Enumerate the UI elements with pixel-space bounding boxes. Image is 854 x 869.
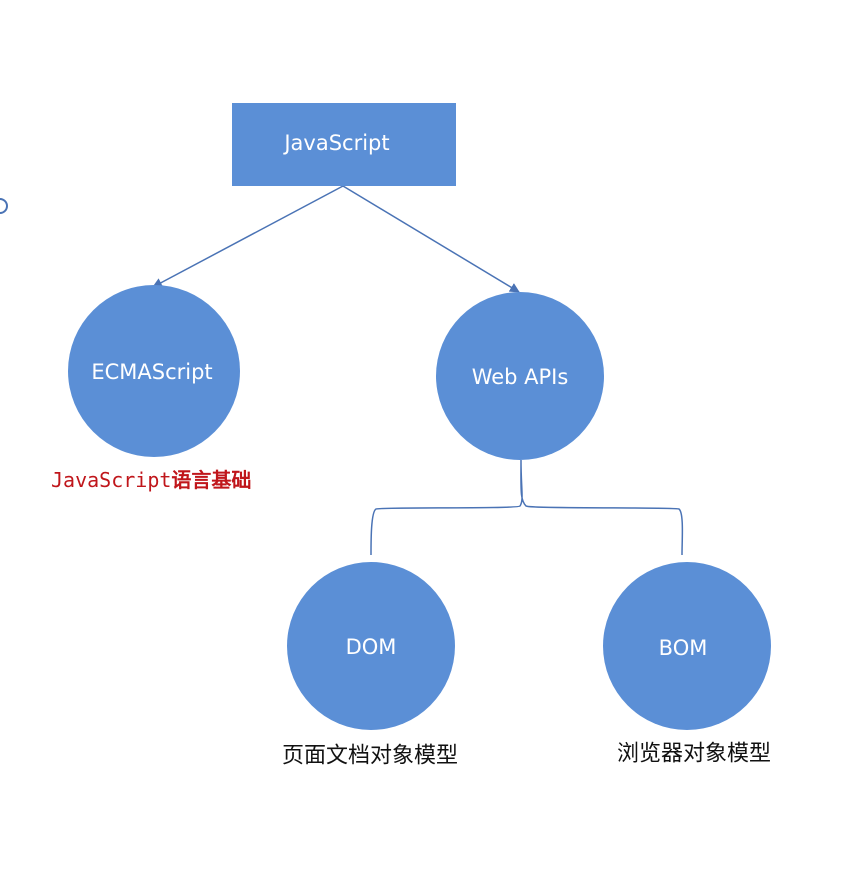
node-webapis-label: Web APIs — [472, 365, 569, 389]
node-dom-circle — [287, 562, 455, 730]
node-ecmascript-label: ECMAScript — [91, 360, 212, 384]
node-dom: DOM — [287, 562, 455, 730]
caption-bom: 浏览器对象模型 — [617, 742, 771, 767]
caption-ecmascript-prefix: JavaScript — [51, 468, 171, 492]
node-ecmascript: ECMAScript — [68, 285, 240, 457]
node-bom: BOM — [603, 562, 771, 730]
node-bom-circle — [603, 562, 771, 730]
edge-fragment — [0, 198, 8, 214]
node-javascript-box — [232, 103, 456, 186]
node-webapis-circle — [436, 292, 604, 460]
node-ecmascript-circle — [68, 285, 240, 457]
node-webapis: Web APIs — [436, 292, 604, 460]
arrow-to-webapis — [342, 185, 520, 293]
arrow-to-ecmascript — [152, 185, 344, 288]
node-javascript-label: JavaScript — [282, 131, 389, 155]
brace-connector — [370, 459, 684, 556]
caption-ecmascript-suffix: 语言基础 — [171, 468, 251, 492]
node-bom-label: BOM — [659, 636, 708, 660]
caption-dom: 页面文档对象模型 — [282, 744, 458, 769]
node-dom-label: DOM — [346, 635, 397, 659]
node-javascript: JavaScript — [232, 103, 456, 186]
caption-ecmascript: JavaScript语言基础 — [51, 468, 251, 492]
